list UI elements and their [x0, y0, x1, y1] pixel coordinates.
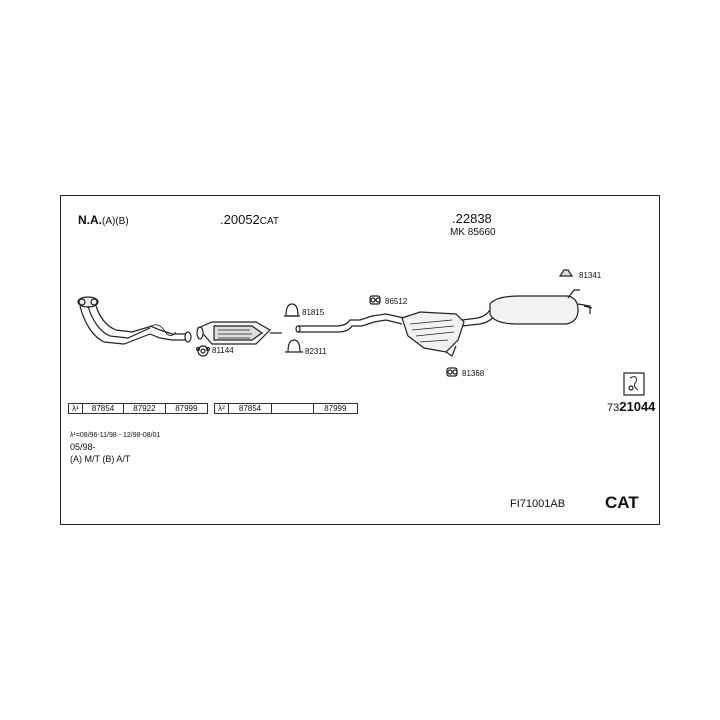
table-cell: 87854	[83, 404, 125, 413]
catalytic-converter	[196, 321, 282, 345]
table-cell	[272, 404, 314, 413]
main-part-number: .22838	[452, 211, 492, 226]
kit-number: 7321044	[607, 399, 656, 414]
table-cell: 87854	[229, 404, 273, 413]
mount-86512	[369, 295, 381, 305]
mk-number: MK 85660	[450, 227, 496, 238]
cat-part-number: .20052CAT	[220, 212, 280, 227]
front-pipe-manifold	[77, 296, 192, 345]
note-transmission: (A) M/T (B) A/T	[70, 454, 131, 464]
note-lambda-dates: λ¹=08/96-11/98 - 12/98-08/01	[70, 432, 161, 439]
part-label-81341: 81341	[579, 271, 602, 280]
part-label-81368: 81368	[462, 369, 485, 378]
table-cell: 87922	[124, 404, 166, 413]
clamp-81815	[284, 303, 300, 317]
mount-81368	[446, 367, 458, 377]
center-silencer	[401, 309, 495, 357]
gasket-81144	[195, 345, 211, 357]
clamp-82311	[285, 339, 303, 353]
lambda1-label: λ¹	[69, 404, 83, 413]
lambda2-label: λ²	[215, 404, 229, 413]
lambda2-table: λ² 87854 87999	[214, 403, 358, 414]
rear-silencer	[489, 289, 593, 325]
diagram-frame	[60, 195, 660, 525]
model-label: N.A.(A)(B)	[78, 213, 129, 227]
part-label-81144: 81144	[212, 346, 234, 355]
table-cell: 87999	[324, 404, 347, 413]
intermediate-pipe	[295, 313, 405, 333]
mount-81341	[558, 269, 574, 277]
part-label-81815: 81815	[302, 308, 325, 317]
part-label-82311: 82311	[305, 347, 327, 356]
part-label-86512: 86512	[385, 297, 408, 306]
table-cell: 87999	[175, 404, 198, 413]
kit-icon	[623, 372, 645, 396]
note-date: 05/98-	[70, 442, 96, 452]
diagram-code: FI71001AB	[510, 498, 566, 510]
lambda1-table: λ¹ 87854 87922 87999	[68, 403, 208, 414]
cat-label: CAT	[605, 493, 639, 512]
